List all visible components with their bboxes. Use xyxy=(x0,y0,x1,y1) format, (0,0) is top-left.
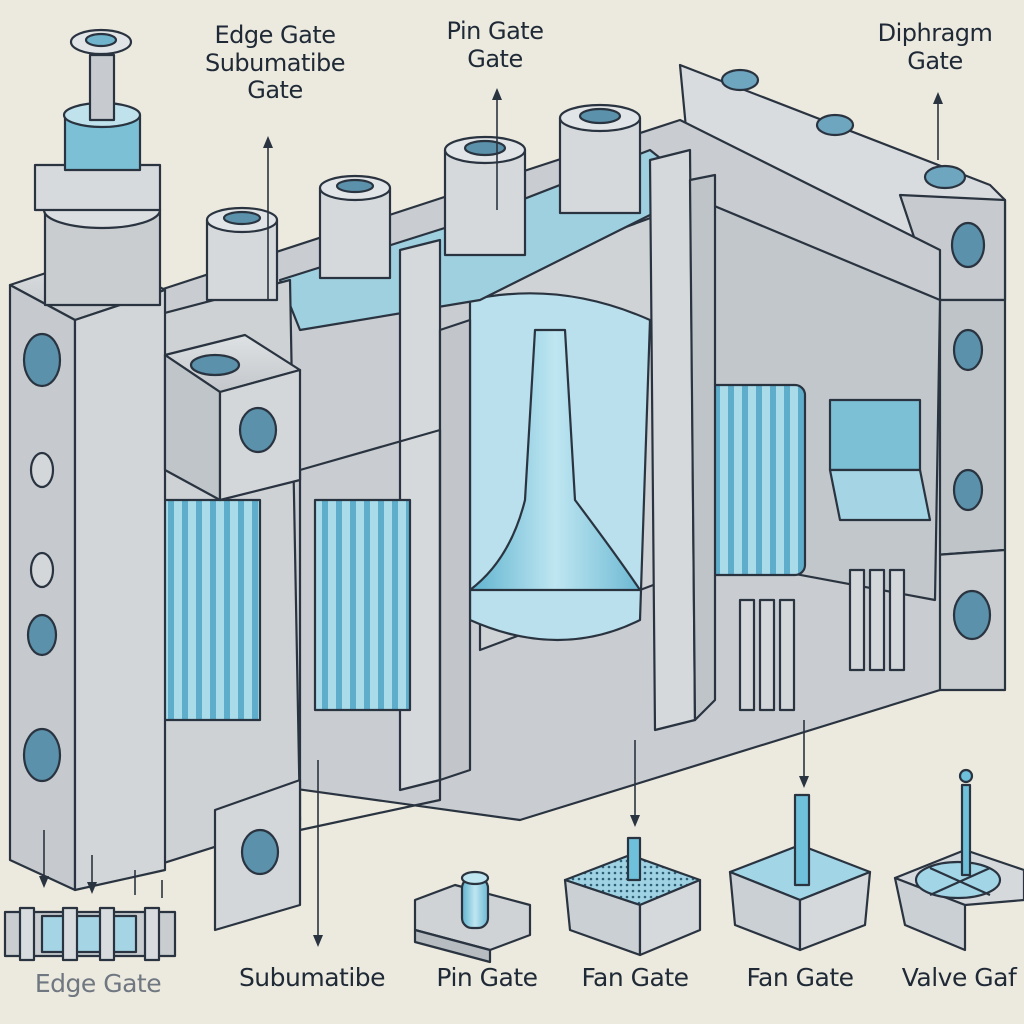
valve-gate-part xyxy=(893,768,1024,952)
left-cylinder xyxy=(33,28,162,307)
label-edge-gate-bottom: Edge Gate xyxy=(34,969,162,998)
edge-gate-insert xyxy=(3,906,177,962)
label-line: Gate xyxy=(907,46,963,75)
label-line: Pin Gate xyxy=(446,17,544,45)
left-block xyxy=(8,253,167,892)
label-fan-gate-1-bottom: Fan Gate xyxy=(581,963,689,992)
label-edge-gate-top: Edge Gate Subumatibe Gate xyxy=(185,21,365,105)
comb-plates xyxy=(398,148,717,792)
callout-arrows xyxy=(39,88,943,947)
label-fan-gate-2-bottom: Fan Gate xyxy=(746,963,854,992)
pin-gate-part xyxy=(413,870,532,964)
label-valve-gate-bottom: Valve Gaf xyxy=(901,963,1017,992)
label-pin-gate-bottom: Pin Gate xyxy=(436,963,538,992)
fan-gate-part-2 xyxy=(728,793,872,952)
fan-gate-part-1 xyxy=(563,836,702,957)
label-line: Diphragm xyxy=(877,19,993,47)
label-line: Subumatibe xyxy=(204,48,346,77)
label-diaphragm-gate-top: Diphragm Gate xyxy=(850,19,1020,75)
sprue-blocks xyxy=(205,103,642,302)
label-line: Gate xyxy=(247,76,303,105)
label-line: Gate xyxy=(467,44,523,73)
label-line: Edge Gate xyxy=(214,21,336,49)
label-subumatibe-bottom: Subumatibe xyxy=(238,963,386,992)
front-left-block xyxy=(163,333,302,932)
label-pin-gate-top: Pin Gate Gate xyxy=(420,17,570,73)
